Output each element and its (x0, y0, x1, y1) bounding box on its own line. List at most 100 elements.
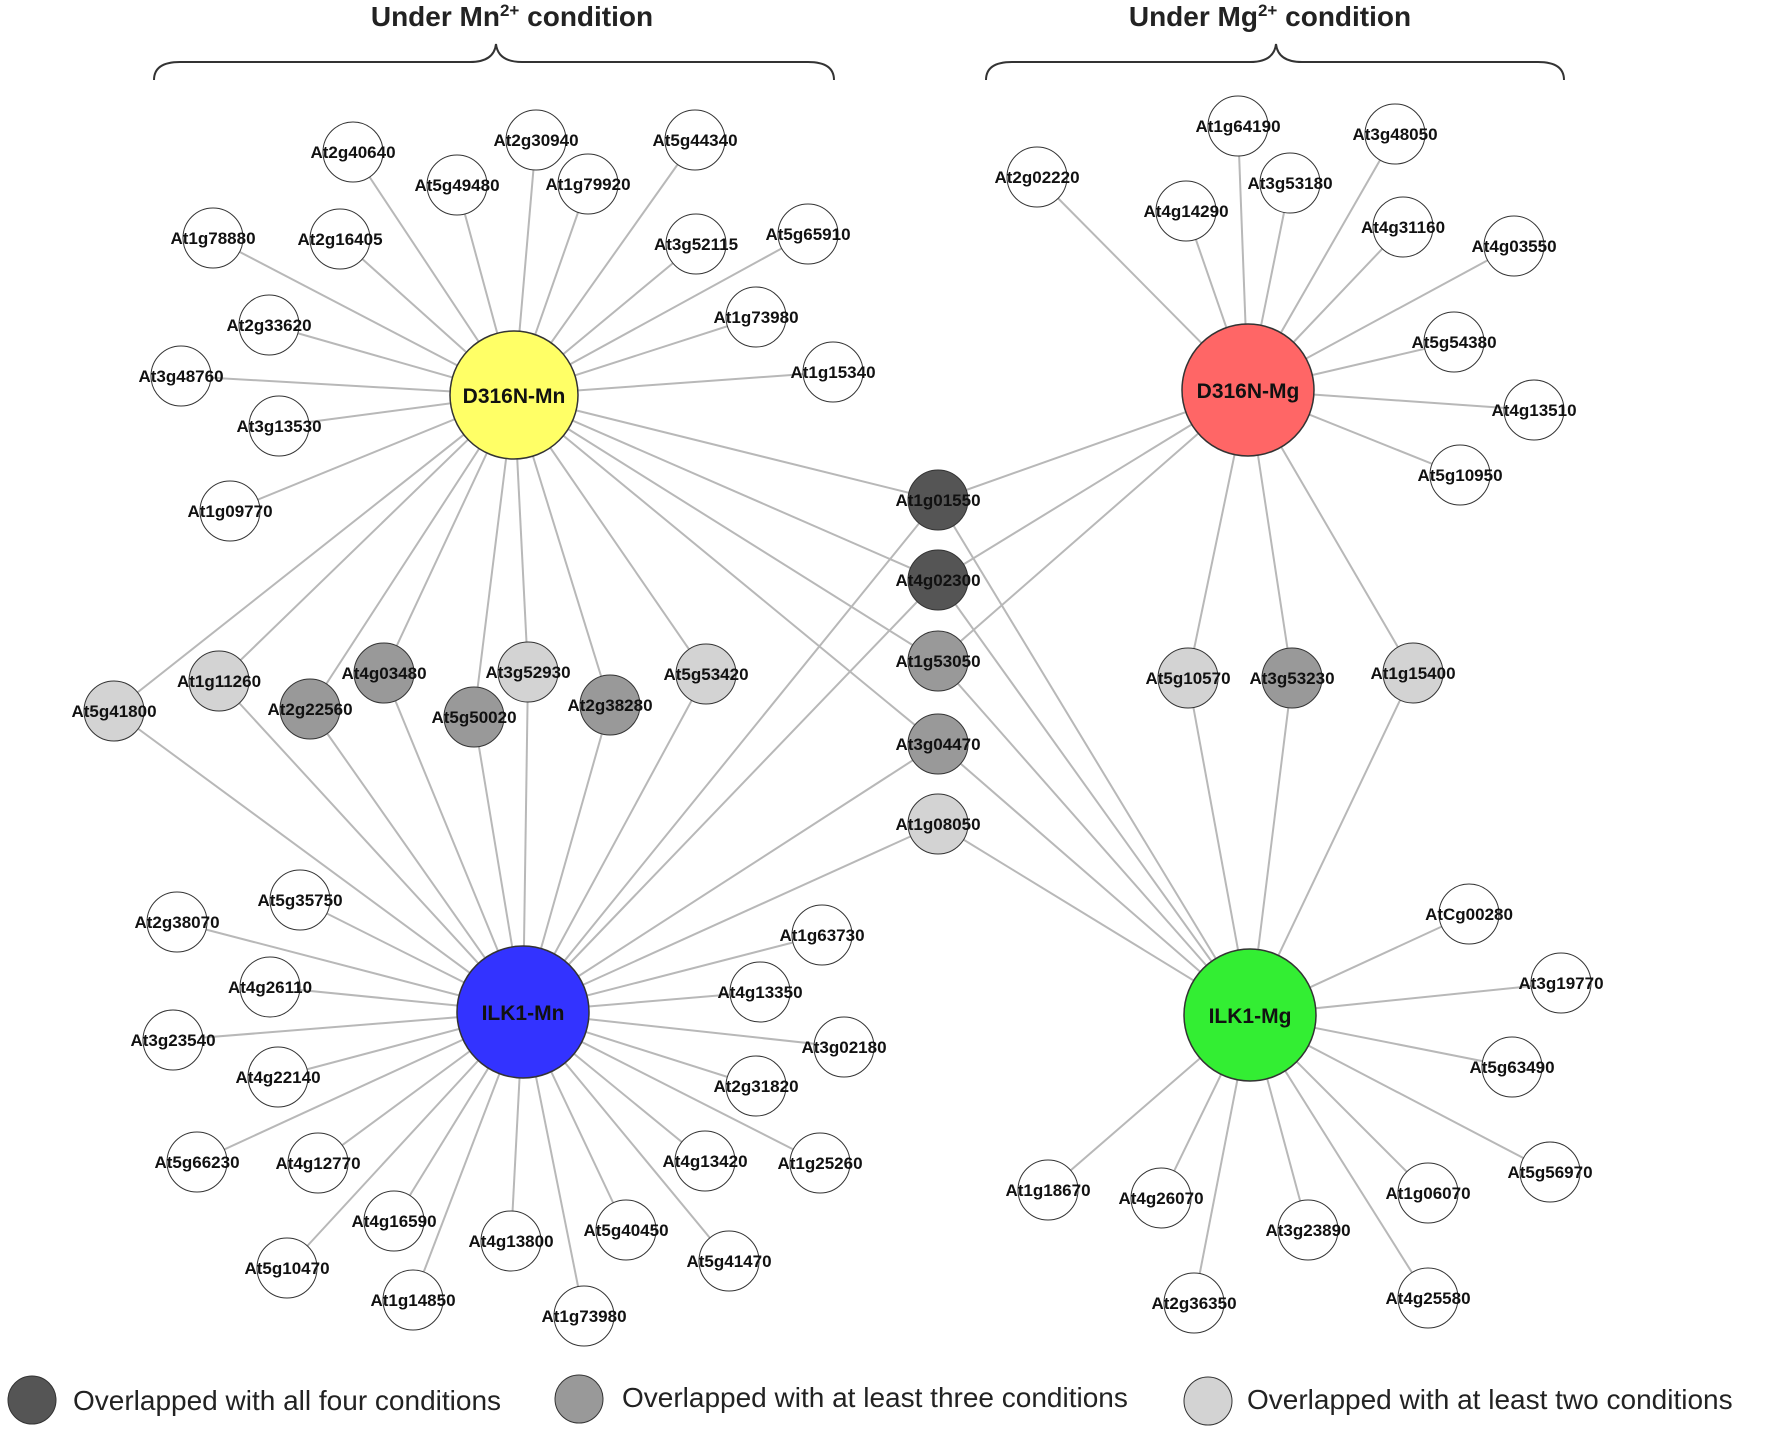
gene-node[interactable]: At4g26070 (1118, 1167, 1204, 1229)
hub-ilk1-mn[interactable]: ILK1-Mn (456, 945, 590, 1079)
gene-node-circle[interactable] (426, 154, 488, 216)
hub-circle[interactable] (1183, 948, 1317, 1082)
gene-node-circle[interactable] (1157, 647, 1219, 709)
gene-node[interactable]: At4g03480 (341, 642, 427, 704)
gene-node[interactable]: At5g56970 (1507, 1141, 1593, 1203)
gene-node[interactable]: At1g25260 (777, 1132, 863, 1194)
gene-node[interactable]: At3g48760 (138, 345, 224, 407)
gene-node-circle[interactable] (725, 1055, 787, 1117)
gene-node-circle[interactable] (1163, 1272, 1225, 1334)
gene-node-circle[interactable] (1364, 103, 1426, 165)
gene-node-circle[interactable] (1130, 1167, 1192, 1229)
gene-node[interactable]: At3g23890 (1265, 1199, 1351, 1261)
gene-node[interactable]: At4g03550 (1471, 215, 1557, 277)
gene-node[interactable]: At4g16590 (351, 1190, 437, 1252)
gene-node[interactable]: At1g63730 (779, 904, 865, 966)
gene-node-circle[interactable] (1382, 642, 1444, 704)
gene-node-circle[interactable] (497, 641, 559, 703)
gene-node[interactable]: At2g02220 (994, 146, 1080, 208)
gene-node[interactable]: At5g10950 (1417, 444, 1503, 506)
gene-node-circle[interactable] (146, 891, 208, 953)
gene-node-circle[interactable] (1397, 1267, 1459, 1329)
hub-circle[interactable] (449, 330, 579, 460)
gene-node-circle[interactable] (665, 213, 727, 275)
gene-node[interactable]: At2g40640 (310, 121, 396, 183)
hub-d316n-mn[interactable]: D316N-Mn (449, 330, 579, 460)
gene-node[interactable]: At4g31160 (1361, 196, 1445, 258)
gene-node-circle[interactable] (188, 650, 250, 712)
gene-node[interactable]: At1g53050 (895, 630, 981, 692)
gene-node[interactable]: At4g13510 (1491, 379, 1577, 441)
gene-node[interactable]: At5g63490 (1469, 1036, 1555, 1098)
gene-node-circle[interactable] (182, 207, 244, 269)
gene-node[interactable]: At5g54380 (1411, 311, 1497, 373)
gene-node-circle[interactable] (907, 630, 969, 692)
gene-node-circle[interactable] (789, 1132, 851, 1194)
gene-node[interactable]: At3g13530 (236, 395, 322, 457)
gene-node[interactable]: At2g33620 (226, 294, 312, 356)
gene-node[interactable]: At3g52930 (485, 641, 571, 703)
gene-node-circle[interactable] (907, 713, 969, 775)
gene-node-circle[interactable] (279, 678, 341, 740)
hub-ilk1-mg[interactable]: ILK1-Mg (1183, 948, 1317, 1082)
gene-node[interactable]: At2g22560 (267, 678, 353, 740)
gene-node-circle[interactable] (664, 109, 726, 171)
gene-node[interactable]: At1g01550 (895, 469, 981, 531)
gene-node-circle[interactable] (1372, 196, 1434, 258)
gene-node[interactable]: At4g13800 (468, 1210, 554, 1272)
gene-node-circle[interactable] (595, 1199, 657, 1261)
gene-node-circle[interactable] (505, 109, 567, 171)
gene-node-circle[interactable] (729, 961, 791, 1023)
gene-node-circle[interactable] (698, 1230, 760, 1292)
gene-node-circle[interactable] (150, 345, 212, 407)
gene-node[interactable]: At5g35750 (257, 869, 343, 931)
gene-node-circle[interactable] (802, 341, 864, 403)
gene-node-circle[interactable] (1277, 1199, 1339, 1261)
gene-node-circle[interactable] (674, 1130, 736, 1192)
gene-node[interactable]: At1g11260 (177, 650, 261, 712)
gene-node[interactable]: At1g09770 (187, 480, 273, 542)
gene-node-circle[interactable] (199, 480, 261, 542)
gene-node[interactable]: At1g73980 (713, 286, 799, 348)
gene-node[interactable]: At5g53420 (663, 643, 749, 705)
gene-node-circle[interactable] (1017, 1159, 1079, 1221)
gene-node[interactable]: At4g02300 (895, 549, 981, 611)
hub-circle[interactable] (1181, 323, 1315, 457)
gene-node[interactable]: At5g10570 (1145, 647, 1231, 709)
gene-node-circle[interactable] (256, 1237, 318, 1299)
gene-node-circle[interactable] (322, 121, 384, 183)
gene-node[interactable]: At1g15340 (790, 341, 876, 403)
gene-node-circle[interactable] (363, 1190, 425, 1252)
gene-node[interactable]: At5g41470 (686, 1230, 772, 1292)
gene-node[interactable]: At1g14850 (370, 1269, 456, 1331)
gene-node[interactable]: At4g13350 (717, 961, 803, 1023)
gene-node[interactable]: At4g13420 (662, 1130, 748, 1192)
gene-node[interactable]: At3g04470 (895, 713, 981, 775)
gene-node-circle[interactable] (675, 643, 737, 705)
gene-node[interactable]: At3g53230 (1249, 647, 1335, 709)
gene-node-circle[interactable] (247, 1046, 309, 1108)
hub-d316n-mg[interactable]: D316N-Mg (1181, 323, 1315, 457)
gene-node-circle[interactable] (791, 904, 853, 966)
gene-node-circle[interactable] (269, 869, 331, 931)
gene-node-circle[interactable] (238, 294, 300, 356)
gene-node[interactable]: At2g38070 (134, 891, 220, 953)
gene-node-circle[interactable] (1503, 379, 1565, 441)
gene-node-circle[interactable] (1483, 215, 1545, 277)
gene-node-circle[interactable] (166, 1131, 228, 1193)
gene-node-circle[interactable] (907, 793, 969, 855)
gene-node[interactable]: At3g52115 (654, 213, 738, 275)
gene-node-circle[interactable] (725, 286, 787, 348)
gene-node[interactable]: At1g08050 (895, 793, 981, 855)
gene-node[interactable]: At5g65910 (765, 203, 851, 265)
gene-node-circle[interactable] (1429, 444, 1491, 506)
gene-node[interactable]: At1g18670 (1005, 1159, 1091, 1221)
gene-node[interactable]: At3g48050 (1352, 103, 1438, 165)
hub-circle[interactable] (456, 945, 590, 1079)
gene-node-circle[interactable] (248, 395, 310, 457)
gene-node[interactable]: At2g16405 (297, 208, 383, 270)
gene-node-circle[interactable] (309, 208, 371, 270)
gene-node[interactable]: At1g06070 (1385, 1162, 1471, 1224)
gene-node-circle[interactable] (1423, 311, 1485, 373)
gene-node[interactable]: At3g53180 (1247, 152, 1333, 214)
